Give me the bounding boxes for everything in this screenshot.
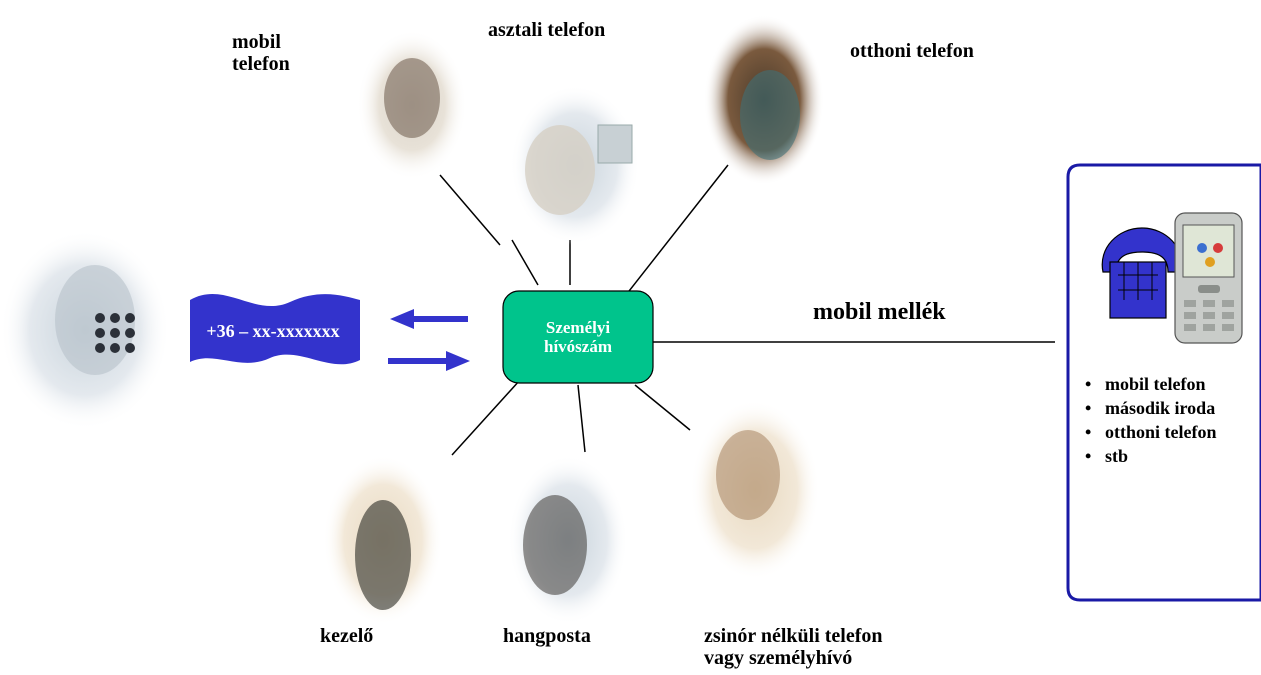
label-cordless-line2: vagy személyhívó bbox=[704, 647, 853, 669]
mobile-phone-icon bbox=[1174, 212, 1243, 344]
panel-list: mobil telefon második iroda otthoni tele… bbox=[1083, 372, 1217, 468]
label-mobile: mobil telefon bbox=[232, 31, 290, 75]
voicemail-figure bbox=[523, 495, 587, 595]
hub-label-line2: hívószám bbox=[544, 337, 612, 356]
label-voicemail: hangposta bbox=[503, 625, 591, 647]
label-desk: asztali telefon bbox=[488, 19, 606, 41]
hub-label: Személyi hívószám bbox=[503, 318, 653, 356]
desk-phone-icon bbox=[1101, 227, 1183, 319]
arrow-right bbox=[388, 351, 470, 371]
arrows bbox=[388, 309, 470, 371]
caller-phone-figure bbox=[55, 265, 135, 375]
label-cordless: zsinór nélküli telefon vagy személyhívó bbox=[704, 625, 883, 669]
connector-lines bbox=[439, 164, 1055, 456]
cordless-figure bbox=[716, 430, 780, 520]
mobile-user-figure bbox=[384, 58, 440, 138]
line-home bbox=[621, 164, 729, 301]
home-user-figure bbox=[740, 70, 800, 160]
arrow-left bbox=[390, 309, 468, 329]
operator-figure bbox=[355, 500, 411, 610]
label-operator: kezelő bbox=[320, 625, 374, 647]
panel-item: második iroda bbox=[1083, 396, 1217, 420]
label-home: otthoni telefon bbox=[850, 40, 974, 62]
panel-item: stb bbox=[1083, 444, 1217, 468]
label-mobile-line1: mobil bbox=[232, 31, 281, 53]
desk-monitor bbox=[597, 124, 633, 164]
line-cordless bbox=[634, 384, 691, 431]
panel-item: otthoni telefon bbox=[1083, 420, 1217, 444]
panel-item: mobil telefon bbox=[1083, 372, 1217, 396]
desk-user-figure bbox=[525, 125, 595, 215]
line-voicemail bbox=[577, 384, 586, 453]
number-banner bbox=[190, 294, 360, 365]
label-cordless-line1: zsinór nélküli telefon bbox=[704, 625, 883, 647]
line-operator bbox=[451, 379, 521, 456]
hub-box bbox=[502, 290, 654, 384]
line-desk-left bbox=[511, 239, 539, 286]
extension-label: mobil mellék bbox=[813, 299, 946, 325]
line-mobile bbox=[439, 174, 501, 246]
label-mobile-line2: telefon bbox=[232, 53, 290, 75]
keypad-dots bbox=[95, 313, 135, 353]
number-banner-text: +36 – xx-xxxxxxx bbox=[206, 321, 340, 341]
hub-label-line1: Személyi bbox=[545, 318, 611, 337]
